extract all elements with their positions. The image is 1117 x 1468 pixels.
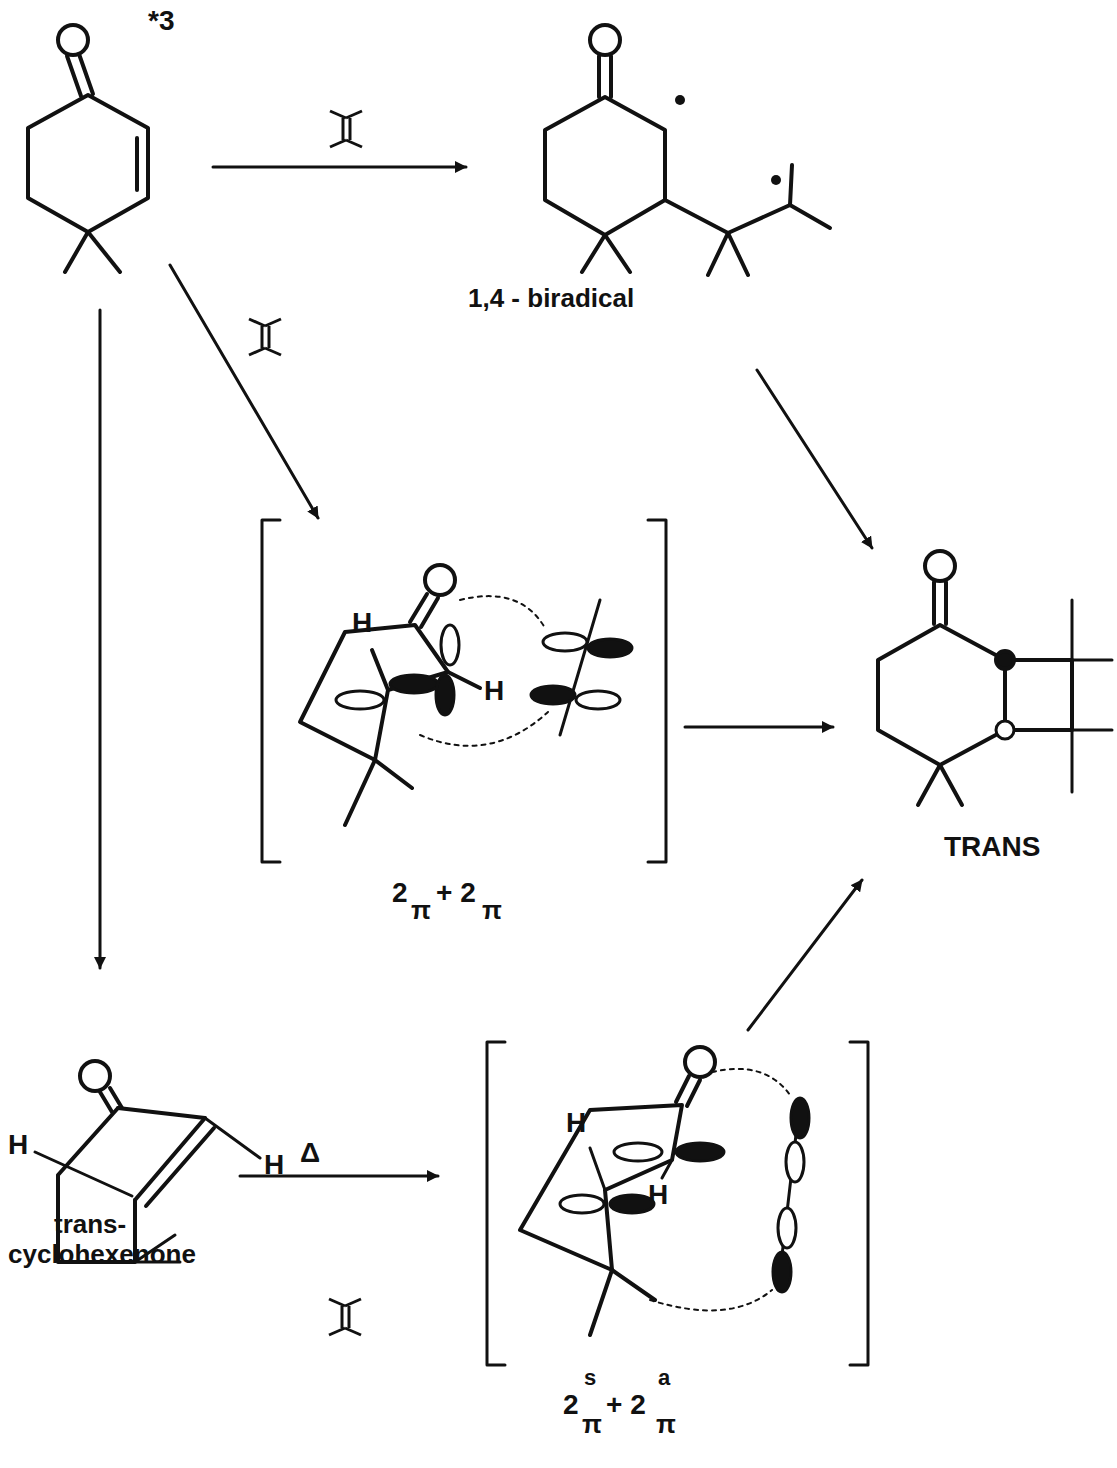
- state-mark: *3: [148, 6, 174, 37]
- orbital-type: π: [656, 1410, 676, 1439]
- atom-label: H: [566, 1108, 586, 1139]
- atom-label: H: [352, 608, 372, 639]
- orbital-count: + 2: [606, 1390, 646, 1421]
- product-name: TRANS: [944, 832, 1040, 863]
- orbital-count: + 2: [436, 878, 476, 909]
- atom-label: H: [648, 1180, 668, 1211]
- orbital-sense: s: [584, 1366, 596, 1390]
- orbital-type: π: [482, 896, 502, 925]
- compound-name: trans-: [54, 1210, 126, 1239]
- compound-name: cyclohexenone: [8, 1240, 196, 1269]
- orbital-type: π: [582, 1410, 602, 1439]
- orbital-sense: a: [658, 1366, 670, 1390]
- heat-symbol: Δ: [300, 1138, 320, 1169]
- orbital-count: 2: [392, 878, 408, 909]
- intermediate-name: 1,4 - biradical: [468, 284, 634, 313]
- atom-label: H: [484, 676, 504, 707]
- orbital-type: π: [411, 896, 431, 925]
- atom-label: H: [264, 1150, 284, 1181]
- orbital-count: 2: [563, 1390, 579, 1421]
- atom-label: H: [8, 1130, 28, 1161]
